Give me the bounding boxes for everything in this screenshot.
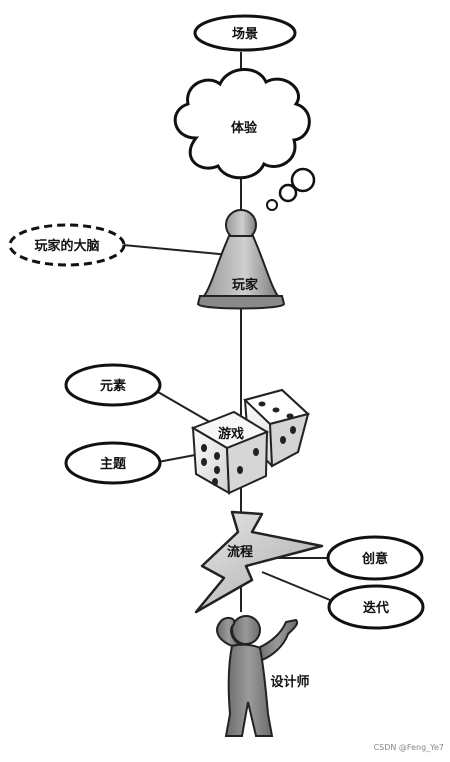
experience-cloud: 体验	[173, 68, 316, 211]
creativity-node: 创意	[326, 535, 424, 581]
scene-label: 场景	[232, 27, 258, 42]
designer-body	[224, 643, 274, 737]
brain-connector	[122, 244, 231, 256]
designer-right-arm	[256, 618, 298, 662]
designer-head	[231, 615, 261, 645]
designer-left-arm	[216, 616, 243, 648]
thought-bubble	[278, 183, 298, 203]
creativity-label: 创意	[361, 551, 388, 567]
pawn-base	[196, 295, 286, 310]
thought-bubble	[290, 167, 316, 193]
designer-label: 设计师	[270, 674, 309, 690]
bolt-shape	[194, 510, 324, 614]
experience-label: 体验	[231, 120, 258, 136]
iteration-connector	[261, 571, 331, 601]
iteration-label: 迭代	[363, 600, 389, 616]
theme-label: 主题	[100, 456, 127, 472]
iteration-node: 迭代	[327, 584, 425, 630]
cloud-shape	[173, 68, 311, 180]
theme-node: 主题	[64, 441, 162, 485]
theme-connector	[157, 454, 196, 463]
player-brain-node: 玩家的大脑	[8, 223, 126, 267]
game-die: 游戏	[190, 410, 270, 495]
game-label: 游戏	[218, 426, 244, 442]
player-label: 玩家	[232, 277, 259, 293]
elements-label: 元素	[100, 378, 126, 394]
player-pawn: 玩家	[196, 209, 286, 310]
process-bolt: 流程	[194, 510, 324, 614]
designer-figure: 设计师	[216, 615, 310, 737]
watermark: CSDN @Feng_Ye7	[374, 743, 444, 752]
elements-connector	[157, 391, 216, 426]
elements-node: 元素	[64, 363, 162, 407]
player-brain-label: 玩家的大脑	[34, 238, 99, 254]
thought-bubble	[266, 199, 278, 211]
process-label: 流程	[227, 544, 253, 560]
die-right	[225, 430, 269, 495]
scene-node: 场景	[193, 14, 297, 52]
